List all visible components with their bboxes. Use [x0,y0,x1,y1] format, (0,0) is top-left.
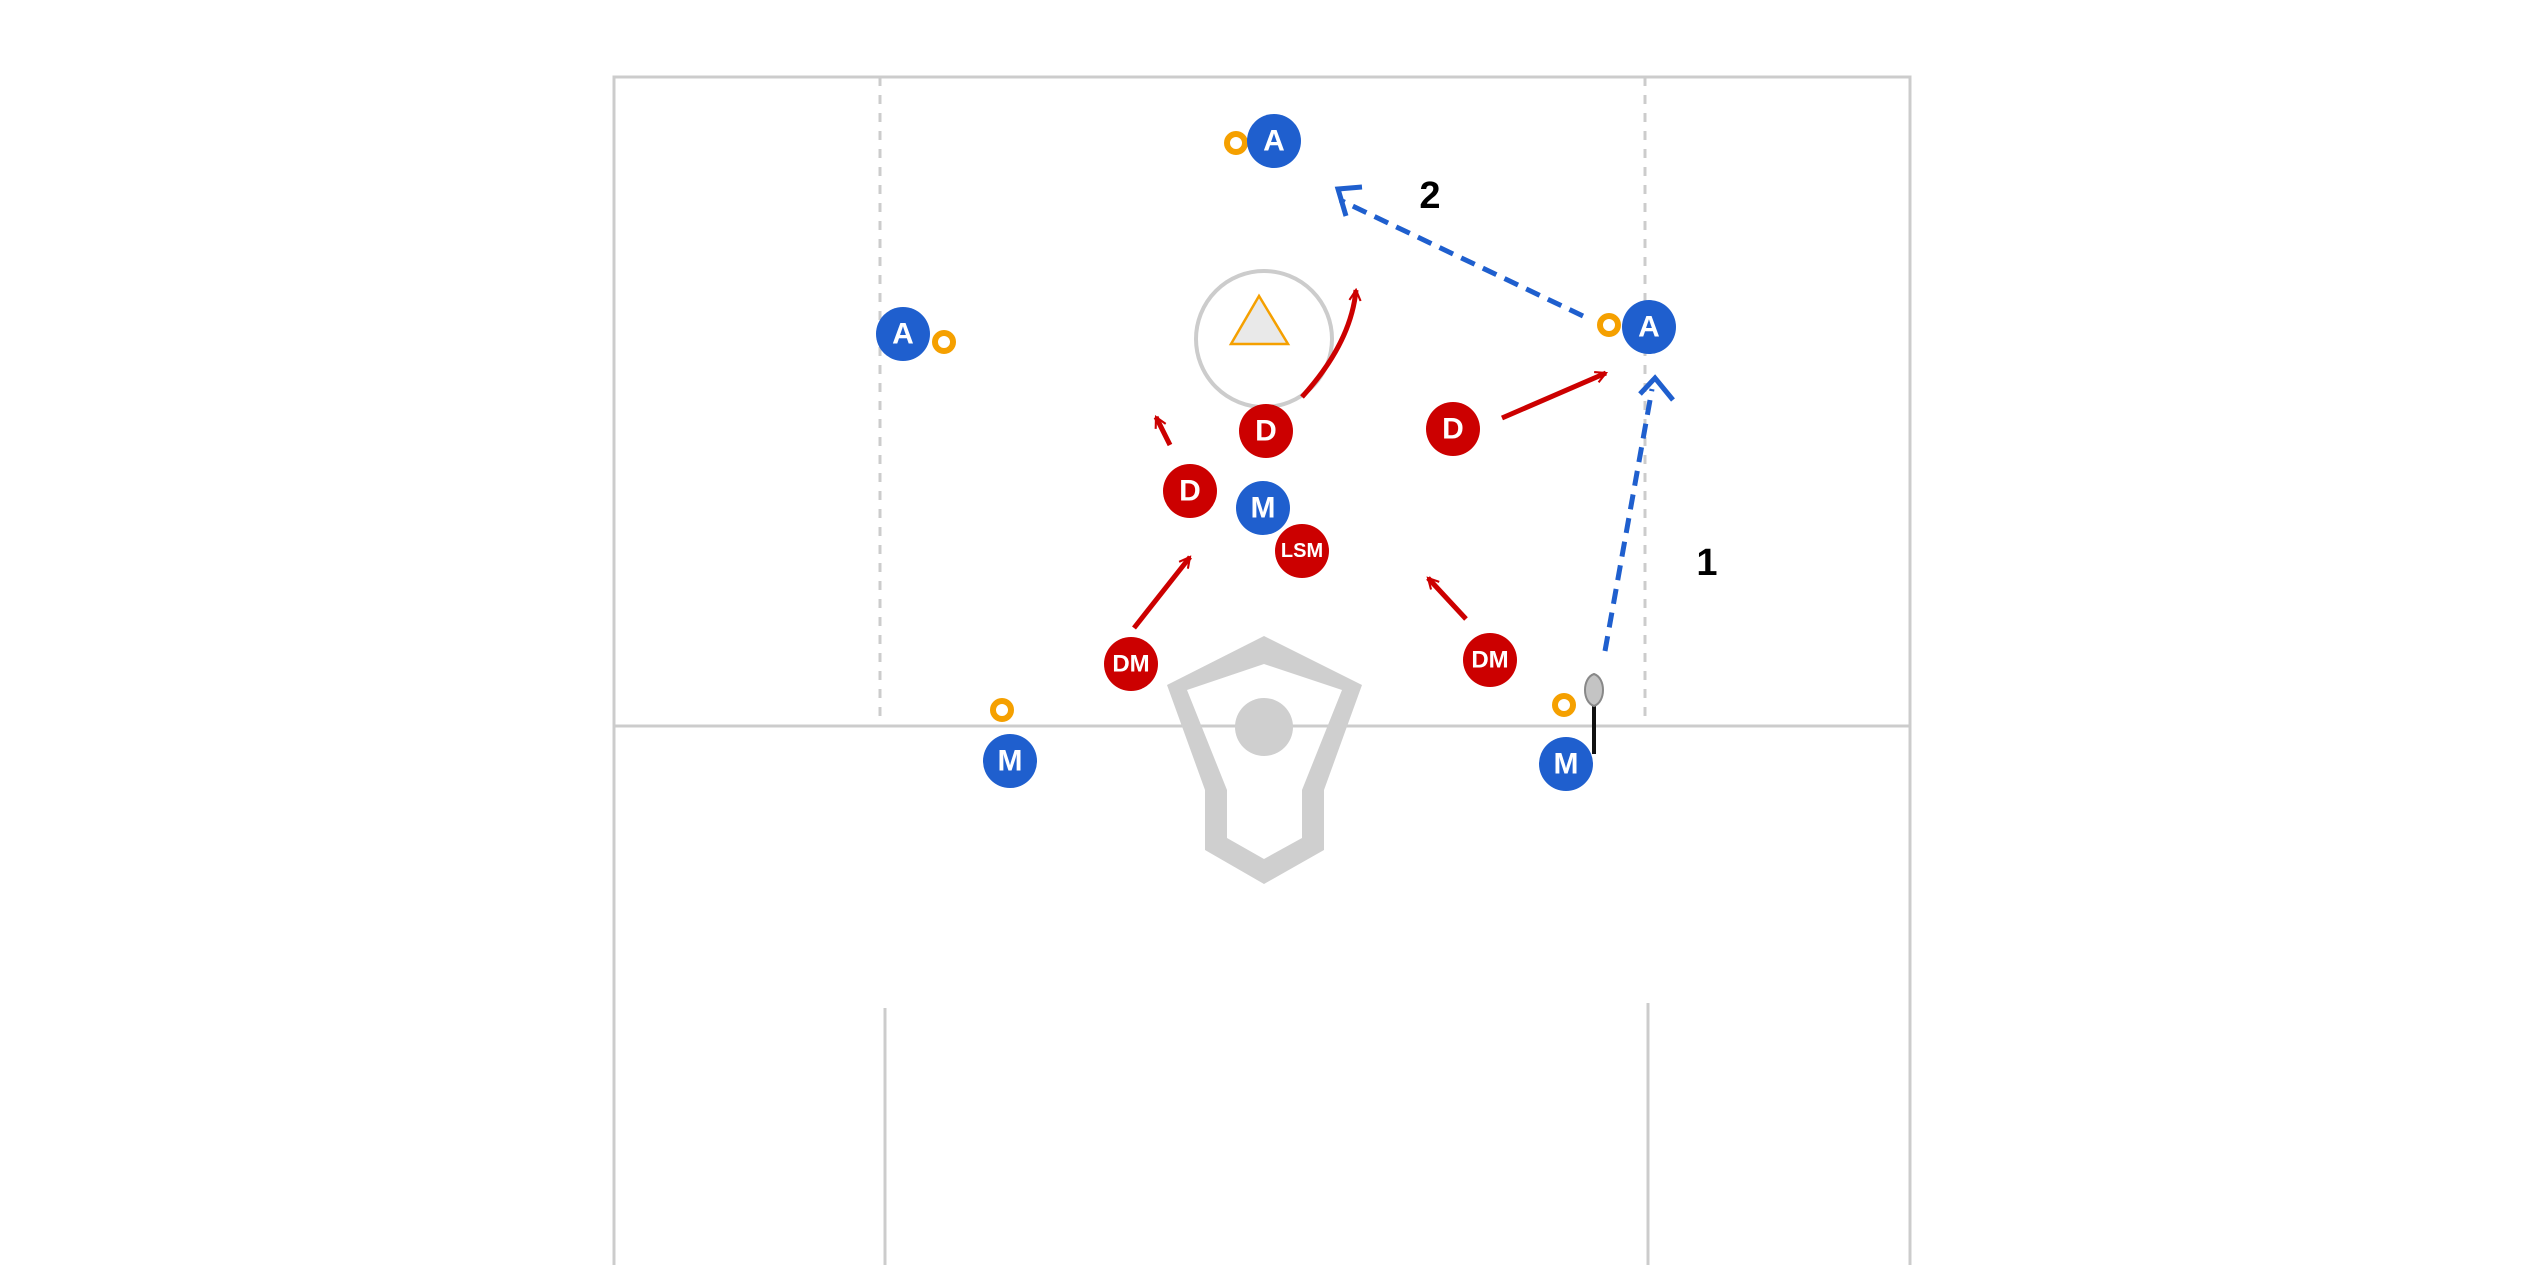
pass-1-line [1602,388,1655,652]
player-token [983,734,1037,788]
offense-player-m-bottom-right: M [1539,737,1593,791]
pass-arrowheads [1334,184,1675,402]
offense-player-a-top: A [1247,114,1301,168]
player-label: DM [1112,651,1149,678]
player-token [1275,524,1329,578]
player-token [1239,404,1293,458]
cone-icon [1552,693,1576,717]
player-token [1463,633,1517,687]
player-label: M [1251,492,1276,525]
player-token [1247,114,1301,168]
pass-1-arrowhead [1638,374,1675,402]
cone-icon [1597,313,1621,337]
stick-head [1584,672,1604,708]
pass-2-label: 2 [1419,175,1440,217]
cone-icon [1224,131,1248,155]
cone-icon [990,698,1014,722]
defense-player-lsm: LSM [1275,524,1329,578]
cones [932,131,1621,722]
player-label: M [1554,748,1579,781]
pass-2-line [1338,197,1585,319]
player-label: DM [1471,647,1508,674]
player-label: A [1638,311,1660,344]
cone-icon [932,330,956,354]
player-label: LSM [1281,540,1323,562]
d-left-path [1153,417,1173,447]
player-label: M [998,745,1023,778]
field-boundary [612,75,1912,1270]
d-right-path [1501,370,1606,421]
defense-player-dm-left: DM [1104,637,1158,691]
defense-movements [1132,290,1606,630]
player-label: D [1442,413,1464,446]
player-token [1539,737,1593,791]
defense-player-d-right: D [1426,402,1480,456]
player-token [1236,481,1290,535]
pass-2-arrowhead [1334,184,1363,217]
player-token [1163,464,1217,518]
goal-triangle-icon [1228,293,1291,346]
player-label: A [892,318,914,351]
player-label: D [1179,475,1201,508]
offense-player-m-center: M [1236,481,1290,535]
offense-player-a-right: A [1622,300,1676,354]
lacrosse-stick-icon [1584,672,1604,754]
defense-player-dm-right: DM [1463,633,1517,687]
logo-head [1235,698,1293,756]
player-label: D [1255,415,1277,448]
players: A A A M M M D D D LSM DM DM [876,114,1676,791]
defense-player-d-center: D [1239,404,1293,458]
dm-right-path [1426,576,1468,621]
d-center-path [1300,290,1356,399]
player-token [1622,300,1676,354]
dm-left-path [1132,557,1192,630]
player-label: A [1263,125,1285,158]
field-lines [612,75,1912,1270]
player-token [1104,637,1158,691]
pass-paths [1338,197,1655,652]
defense-player-d-left: D [1163,464,1217,518]
watermark-logo-icon [1167,636,1362,884]
pass-1-label: 1 [1696,542,1717,584]
offense-player-a-left: A [876,307,930,361]
offense-player-m-bottom-left: M [983,734,1037,788]
player-token [876,307,930,361]
player-token [1426,402,1480,456]
